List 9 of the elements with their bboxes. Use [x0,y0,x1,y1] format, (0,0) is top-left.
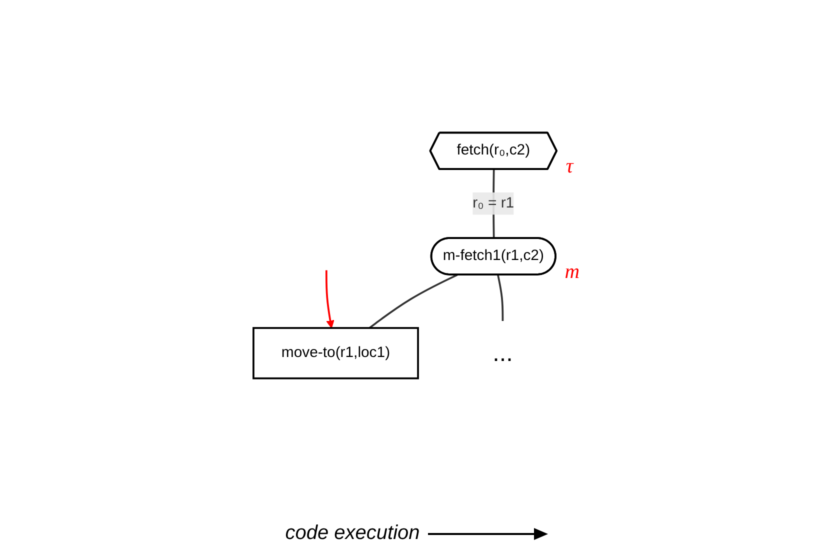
edge-label: r₀ = r1 [472,195,514,211]
connector [368,274,458,329]
axis-label: code execution [285,522,420,545]
node-text: ... [492,338,513,367]
arrow [325,270,334,328]
node-box: move-to(r1,loc1) [252,327,419,380]
connector [496,274,504,321]
node-annotation: m [564,261,580,284]
node-annotation: τ [566,156,574,178]
